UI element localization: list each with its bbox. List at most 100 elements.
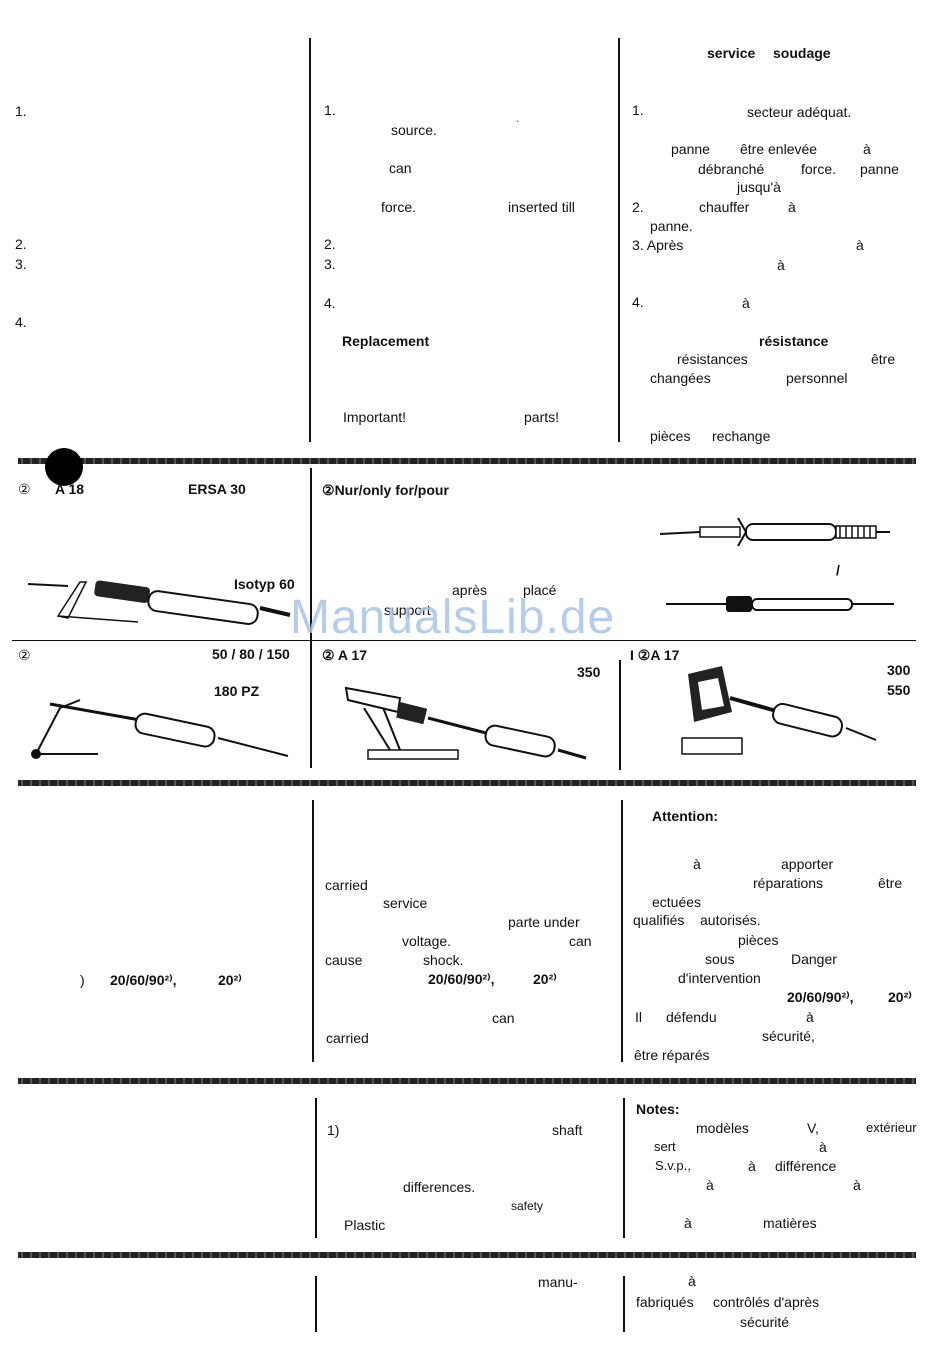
column-divider: [618, 38, 620, 442]
model-label: Isotyp 60: [234, 576, 295, 592]
text-fragment: can: [389, 160, 412, 176]
text-fragment: à: [853, 1177, 861, 1193]
footnote-number: 1): [327, 1122, 340, 1138]
text-fragment: safety: [511, 1199, 544, 1213]
model-label: 20²⁾: [218, 972, 242, 988]
step-number: 2.: [15, 236, 27, 252]
text-fragment: cause: [325, 952, 363, 968]
model-label: ② A 17: [322, 647, 367, 663]
column-divider: [621, 800, 623, 1062]
text-fragment: parts!: [524, 409, 560, 425]
text-fragment: à: [788, 199, 796, 215]
text-fragment: can: [492, 1010, 515, 1026]
model-label: 20/60/90²⁾,: [428, 971, 495, 987]
text-fragment: modèles: [696, 1120, 749, 1136]
text-fragment: source.: [391, 122, 437, 138]
text-fragment: à: [706, 1177, 714, 1193]
text-fragment: secteur adéquat.: [747, 104, 852, 120]
text-fragment: shaft: [552, 1122, 583, 1138]
model-label: 20²⁾: [533, 971, 557, 987]
text-fragment: panne: [860, 161, 899, 177]
text-fragment: carried: [325, 877, 368, 893]
text-fragment: autorisés.: [700, 912, 761, 928]
model-label: 20/60/90²⁾,: [787, 989, 854, 1005]
text-fragment: apporter: [781, 856, 834, 872]
step-number: 2.: [324, 236, 336, 252]
text-fragment: ectuées: [652, 894, 702, 910]
text-fragment: à: [748, 1158, 756, 1174]
section-heading: service: [707, 45, 756, 61]
step-number: 4.: [632, 294, 644, 310]
soldering-iron-illustration: [666, 596, 894, 612]
section-divider: [18, 1252, 916, 1258]
soldering-iron-a17-illustration: [344, 686, 587, 760]
text-fragment: personnel: [786, 370, 848, 386]
text-fragment: service: [383, 895, 428, 911]
text-fragment: manu-: [538, 1274, 578, 1290]
section-heading: Replacement: [342, 333, 430, 349]
text-fragment: sécurité,: [762, 1028, 815, 1044]
text-fragment: différence: [775, 1158, 837, 1174]
text-fragment: débranché: [698, 161, 765, 177]
model-label: A 18: [55, 481, 85, 497]
model-label: 20²⁾: [888, 989, 912, 1005]
step-number: 3.: [324, 256, 336, 272]
text-fragment: réparations: [753, 875, 824, 891]
text-fragment: à: [684, 1215, 692, 1231]
text-fragment: Important!: [343, 409, 407, 425]
text-fragment: rechange: [712, 428, 771, 444]
model-label: I ②A 17: [630, 647, 680, 663]
text-fragment: Il: [635, 1009, 642, 1025]
section-heading: soudage: [773, 45, 831, 61]
text-fragment: être: [871, 351, 896, 367]
soldering-iron-50-illustration: [31, 699, 289, 759]
text-fragment: extérieur: [866, 1120, 917, 1135]
column-divider: [312, 800, 314, 1062]
text-fragment: contrôlés d'après: [713, 1294, 820, 1310]
model-label: ②Nur/only for/pour: [322, 482, 449, 498]
model-label: 550: [887, 682, 911, 698]
text-fragment: chauffer: [699, 199, 750, 215]
model-label: 350: [577, 664, 601, 680]
text-fragment: can: [569, 933, 592, 949]
section-heading: Notes:: [636, 1101, 680, 1117]
text-fragment: voltage.: [402, 933, 452, 949]
text-fragment: être: [878, 875, 903, 891]
section-heading: résistance: [759, 333, 829, 349]
text-fragment: carried: [326, 1030, 369, 1046]
step-number: 1.: [324, 102, 336, 118]
text-fragment: force.: [381, 199, 417, 215]
text-fragment: à: [819, 1139, 827, 1155]
text-fragment: à: [742, 295, 750, 311]
text-fragment: à: [777, 257, 785, 273]
ink-blot: [45, 448, 83, 486]
text-fragment: matières: [763, 1215, 817, 1231]
text-fragment: /: [836, 562, 840, 578]
column-divider: [623, 1098, 625, 1238]
text-fragment: shock.: [423, 952, 464, 968]
text-fragment: `: [516, 120, 520, 131]
text-fragment: S.v.p.,: [655, 1158, 691, 1173]
text-fragment: être enlevée: [740, 141, 818, 157]
model-label: 300: [887, 662, 911, 678]
text-fragment: V,: [807, 1120, 819, 1136]
soldering-iron-a17-gun-illustration: [681, 666, 877, 755]
model-label: 20/60/90²⁾,: [110, 972, 177, 988]
section-divider: [18, 1078, 916, 1084]
text-fragment: 3. Après: [632, 237, 684, 253]
text-fragment: ): [80, 972, 85, 988]
text-fragment: jusqu'à: [737, 179, 781, 195]
step-number: 1.: [632, 102, 644, 118]
text-fragment: sert: [654, 1139, 676, 1154]
text-fragment: d'intervention: [678, 970, 761, 986]
model-label: 180 PZ: [214, 683, 260, 699]
text-fragment: à: [856, 237, 864, 253]
text-fragment: panne.: [650, 218, 693, 234]
column-divider: [623, 1276, 625, 1332]
text-fragment: placé: [523, 582, 557, 598]
text-fragment: à: [863, 141, 871, 157]
step-number: 1.: [15, 103, 27, 119]
text-fragment: à: [693, 856, 701, 872]
step-number: 4.: [15, 314, 27, 330]
text-fragment: changées: [650, 370, 711, 386]
